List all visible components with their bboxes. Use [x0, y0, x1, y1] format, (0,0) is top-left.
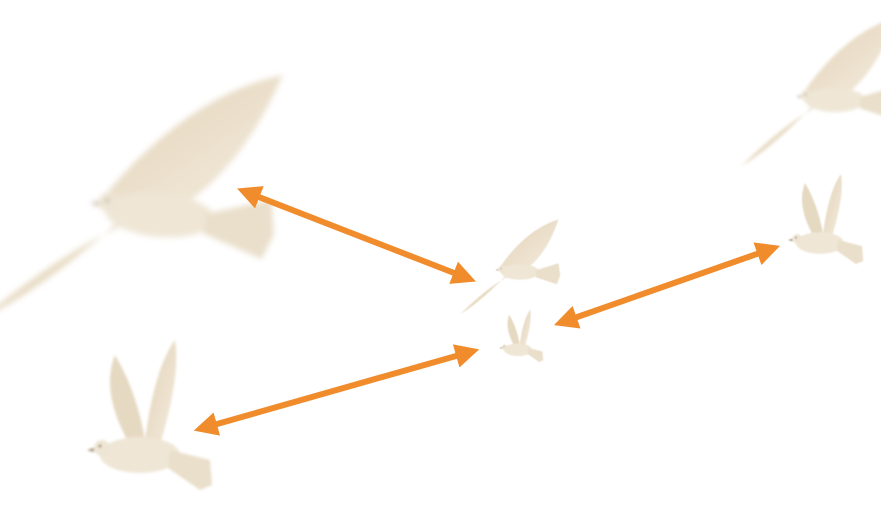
scene-canvas [0, 0, 881, 507]
